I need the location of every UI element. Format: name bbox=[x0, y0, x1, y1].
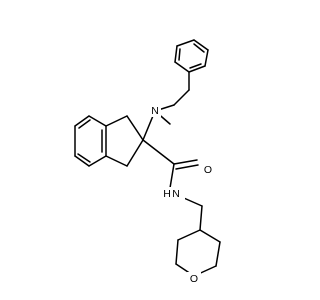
bond-phenyl-1 bbox=[174, 45, 178, 63]
bond-phenyl-inner-2 bbox=[189, 63, 202, 69]
atom-oxygen-carbonyl: O bbox=[204, 164, 212, 176]
bond-carbonyl-o-b bbox=[175, 164, 199, 170]
bond-ch2-ch2 bbox=[173, 89, 190, 106]
bond-c3a-c4 bbox=[88, 155, 107, 167]
bond-oxane-6 bbox=[199, 229, 221, 243]
bond-ch2-oxane bbox=[199, 205, 203, 231]
bond-indane-inner-1 bbox=[77, 153, 91, 163]
bond-c2-c3 bbox=[126, 139, 144, 167]
bond-oxane-5 bbox=[215, 241, 221, 267]
bond-phenyl-3 bbox=[188, 65, 206, 73]
bond-indane-inner-2 bbox=[78, 119, 91, 129]
bond-oxane-1 bbox=[177, 229, 201, 241]
bond-carbonyl-n bbox=[169, 163, 175, 189]
bond-phenyl-inner-1 bbox=[178, 48, 181, 61]
bond-c1-c7a bbox=[105, 115, 128, 127]
atom-labels: N O N H O bbox=[149, 104, 216, 286]
bond-c6-c7 bbox=[74, 115, 90, 127]
bond-carbonyl-o-a bbox=[173, 159, 198, 165]
bond-c2-c1 bbox=[126, 115, 144, 141]
bond-phenyl-6 bbox=[176, 39, 195, 47]
bond-phenyl-4 bbox=[204, 49, 209, 67]
bond-c7-c7a bbox=[88, 115, 107, 127]
bond-c4-c5 bbox=[74, 155, 90, 167]
atom-nitrogen-amine: N bbox=[151, 105, 159, 117]
atom-oxygen-ring: O bbox=[190, 273, 198, 285]
bond-c2-carbonyl bbox=[142, 139, 175, 165]
bond-phenyl-inner-3 bbox=[193, 43, 205, 53]
molecule-structure-diagram: N O N H O bbox=[74, 39, 221, 286]
atom-hydrogen-amide: H bbox=[163, 188, 171, 200]
bond-phenyl-5 bbox=[193, 39, 209, 51]
bond-oxane-2 bbox=[175, 239, 179, 265]
bonds bbox=[74, 39, 221, 277]
atom-nitrogen-amide: N bbox=[172, 188, 180, 200]
bond-c3-c3a bbox=[105, 155, 128, 167]
bond-phenyl-2 bbox=[174, 61, 190, 73]
